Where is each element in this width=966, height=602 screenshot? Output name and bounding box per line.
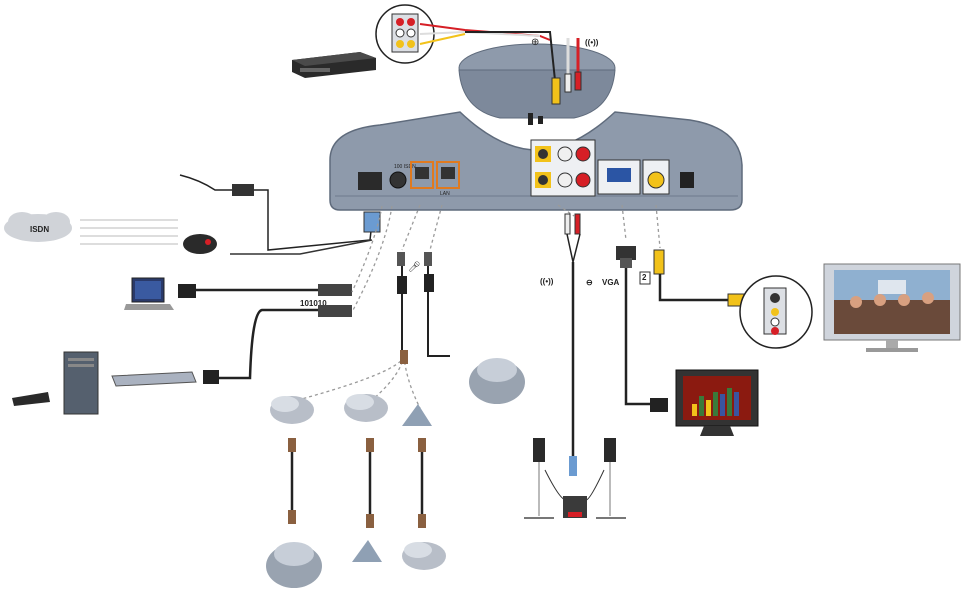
tv-input-inset — [739, 275, 813, 349]
isdn-port-icon[interactable] — [415, 167, 429, 179]
audio-in-symbol: ((•)) — [585, 38, 599, 47]
lan-port-frame — [436, 161, 460, 189]
audio-out-symbol: ((•)) — [540, 277, 554, 286]
port-label-isdn: 100 ISDN — [394, 164, 416, 170]
serial-plug — [318, 284, 352, 296]
rca-white-out-icon[interactable] — [557, 172, 573, 188]
power-switch-icon[interactable] — [680, 172, 694, 188]
mic-pod-2 — [344, 394, 388, 422]
video-in-symbol: ⊕ — [531, 37, 539, 48]
isdn-label: ISDN — [30, 225, 49, 234]
network-switch-icon — [111, 371, 197, 387]
port-label-lan: LAN — [440, 191, 450, 197]
rca-white-plug — [564, 73, 572, 93]
mic-pod-1 — [270, 396, 314, 424]
svideo-plug — [653, 249, 665, 275]
monitor-icon — [675, 369, 759, 436]
vga-cable — [624, 268, 650, 406]
lan-port-icon[interactable] — [441, 167, 455, 179]
mic-port-icon[interactable] — [389, 171, 407, 189]
isdn-cloud: ISDN — [4, 212, 72, 242]
svideo-cable — [658, 274, 740, 302]
speaker-left-icon — [524, 438, 554, 519]
tv-icon — [823, 263, 961, 352]
speakerphone-large-top — [469, 358, 525, 404]
camera-unit — [458, 43, 616, 119]
mic-pod-4 — [352, 540, 382, 562]
rca-red-plug — [574, 71, 582, 91]
vga-connector-symbol: ⊖ — [586, 278, 593, 287]
speakerphone-large-bottom — [266, 542, 322, 588]
vga-label: VGA — [602, 278, 620, 287]
isdn-port-frame — [410, 161, 434, 189]
rca-red-in-icon[interactable] — [575, 146, 591, 162]
serial-connector — [178, 284, 196, 298]
laptop-icon — [124, 277, 174, 310]
speaker-right-icon — [596, 438, 626, 519]
power-port-icon[interactable] — [358, 172, 382, 190]
mouse-icon — [183, 234, 217, 254]
svideo-out-icon[interactable] — [647, 171, 665, 189]
mic-symbol-icon: 🎤︎ — [408, 261, 421, 273]
vga-port-icon[interactable] — [607, 168, 631, 182]
rca-white-in-icon[interactable] — [557, 146, 573, 162]
server-icon — [12, 351, 99, 415]
codec-base-unit: 100 ISDN LAN — [329, 111, 743, 211]
rca-red-out-icon[interactable] — [575, 172, 591, 188]
mic-pod-5 — [402, 542, 446, 570]
rca-inset — [375, 4, 435, 64]
vga-plug — [616, 246, 636, 260]
mic-pod-3 — [402, 404, 432, 426]
subwoofer-icon — [563, 496, 587, 518]
lock-slot-icon — [528, 113, 533, 125]
isdn-cables — [80, 219, 178, 245]
power-connector — [363, 211, 381, 233]
lan-cable — [219, 308, 320, 380]
monitor-number-label: 2 — [642, 273, 647, 282]
serial-label: 101010 — [300, 299, 327, 308]
lock-icon — [538, 116, 543, 124]
rca-yellow-plug — [551, 77, 561, 105]
power-cable — [254, 189, 373, 251]
power-adapter-icon — [232, 184, 254, 196]
speakerphone-cable — [427, 266, 450, 357]
vcr-icon — [292, 52, 376, 78]
av-cable — [465, 31, 557, 91]
